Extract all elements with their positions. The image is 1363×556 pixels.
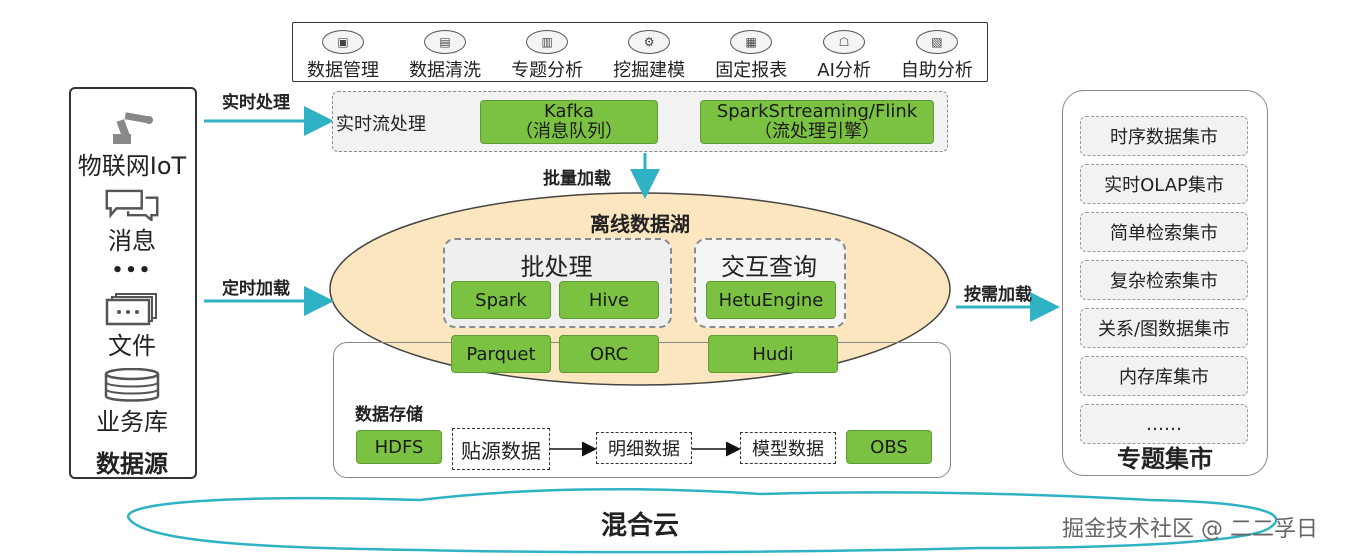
tool-item: ▣ 数据管理 bbox=[307, 30, 379, 82]
source-iot: 物联网IoT bbox=[70, 104, 194, 186]
mart-item: 时序数据集市 bbox=[1080, 116, 1248, 156]
sources-panel bbox=[69, 87, 197, 479]
hdfs-box: HDFS bbox=[356, 430, 442, 464]
watermark: 掘金技术社区 @ 二二孚日 bbox=[1062, 517, 1318, 542]
cloud-outline bbox=[126, 487, 1278, 554]
source-db: 业务库 bbox=[70, 364, 194, 440]
kafka-name: Kafka bbox=[544, 101, 594, 122]
flow-raw-box: 贴源数据 bbox=[452, 428, 550, 470]
mart-item: …… bbox=[1080, 404, 1248, 444]
tool-item: ⚙ 挖掘建模 bbox=[613, 30, 685, 82]
parquet-box: Parquet bbox=[451, 335, 551, 373]
source-db-label: 业务库 bbox=[96, 407, 168, 436]
marts-panel bbox=[1062, 90, 1268, 476]
kafka-box: Kafka （消息队列） bbox=[480, 100, 658, 144]
mart-item: 复杂检索集市 bbox=[1080, 260, 1248, 300]
tool-item: ▥ 专题分析 bbox=[511, 30, 583, 82]
stream-label: 实时流处理 bbox=[336, 114, 426, 135]
tool-label: 专题分析 bbox=[511, 60, 584, 81]
ai-analysis-icon: ☖ bbox=[823, 30, 866, 54]
topic-analysis-icon: ▥ bbox=[526, 30, 569, 54]
database-icon bbox=[104, 367, 160, 402]
source-message: 消息 bbox=[70, 188, 194, 256]
tool-item: ☖ AI分析 bbox=[817, 30, 871, 82]
flow-model-box: 模型数据 bbox=[740, 432, 836, 464]
tool-item: ▤ 数据清洗 bbox=[409, 30, 481, 82]
hudi-box: Hudi bbox=[708, 335, 838, 373]
flow-detail-box: 明细数据 bbox=[596, 432, 692, 464]
flink-box: SparkSrtreaming/Flink （流处理引擎） bbox=[700, 100, 934, 144]
data-management-icon: ▣ bbox=[322, 30, 365, 54]
marts-list: 时序数据集市实时OLAP集市简单检索集市复杂检索集市关系/图数据集市内存库集市 …… bbox=[1080, 116, 1248, 452]
obs-box: OBS bbox=[846, 430, 932, 464]
mart-item: 简单检索集市 bbox=[1080, 212, 1248, 252]
tool-label: 挖掘建模 bbox=[613, 60, 686, 81]
lake-title: 离线数据湖 bbox=[590, 211, 690, 236]
mining-modeling-icon: ⚙ bbox=[628, 30, 671, 54]
sources-title: 数据源 bbox=[96, 449, 168, 478]
batch-title: 批处理 bbox=[520, 252, 593, 281]
scheduled-label: 定时加载 bbox=[222, 279, 290, 299]
source-more: ••• bbox=[111, 259, 153, 281]
source-files-label: 文件 bbox=[108, 331, 156, 360]
chat-icon bbox=[105, 189, 159, 221]
batch-label: 批量加载 bbox=[543, 169, 611, 189]
flink-name: SparkSrtreaming/Flink bbox=[716, 101, 918, 122]
cloud-label: 混合云 bbox=[600, 510, 679, 541]
mart-item: 关系/图数据集市 bbox=[1080, 308, 1248, 348]
kafka-desc: （消息队列） bbox=[515, 121, 623, 142]
tools-bar bbox=[292, 22, 988, 82]
spark-box: Spark bbox=[451, 281, 551, 319]
tool-label: AI分析 bbox=[817, 60, 871, 81]
mart-item: 实时OLAP集市 bbox=[1080, 164, 1248, 204]
marts-title: 专题集市 bbox=[1117, 444, 1213, 473]
source-files: 文件 bbox=[70, 290, 194, 362]
realtime-label: 实时处理 bbox=[222, 93, 290, 113]
source-iot-label: 物联网IoT bbox=[77, 151, 187, 180]
mart-item: 内存库集市 bbox=[1080, 356, 1248, 396]
interactive-title: 交互查询 bbox=[721, 252, 817, 281]
tool-label: 固定报表 bbox=[715, 60, 788, 81]
tool-label: 数据管理 bbox=[307, 60, 380, 81]
tool-label: 自助分析 bbox=[900, 60, 973, 81]
orc-box: ORC bbox=[559, 335, 659, 373]
fixed-report-icon: ▦ bbox=[730, 30, 773, 54]
hive-box: Hive bbox=[559, 281, 659, 319]
source-message-label: 消息 bbox=[108, 227, 156, 255]
files-icon bbox=[105, 292, 157, 325]
tool-label: 数据清洗 bbox=[409, 60, 482, 81]
storage-title: 数据存储 bbox=[355, 405, 423, 425]
tool-item: ▧ 自助分析 bbox=[901, 30, 973, 82]
on-demand-label: 按需加载 bbox=[964, 285, 1032, 305]
flink-desc: （流处理引擎） bbox=[754, 121, 880, 142]
robot-arm-icon bbox=[113, 111, 153, 144]
data-cleaning-icon: ▤ bbox=[424, 30, 467, 54]
tools-list: ▣ 数据管理 ▤ 数据清洗 ▥ 专题分析 ⚙ 挖掘建模 ▦ 固定报表 ☖ AI分析 ▧ 自助分析 bbox=[292, 22, 988, 82]
tool-item: ▦ 固定报表 bbox=[715, 30, 787, 82]
hetu-box: HetuEngine bbox=[706, 281, 836, 319]
self-service-icon: ▧ bbox=[915, 30, 958, 54]
